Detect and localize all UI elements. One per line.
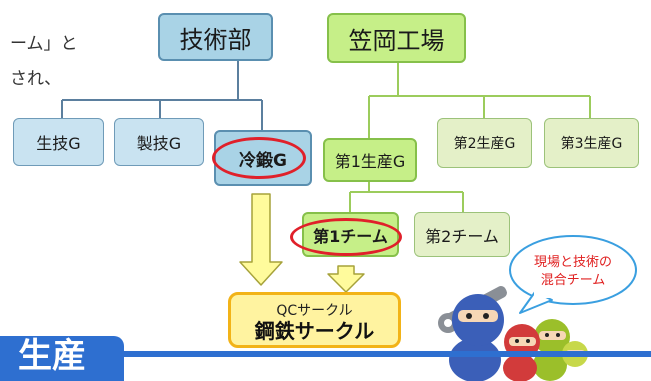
qc-circle-name: 鋼鉄サークル	[254, 319, 375, 343]
section-heading-text: 生産	[18, 336, 86, 376]
speech-bubble-line-2: 混合チーム	[540, 273, 606, 288]
speech-bubble-text: 現場と技術の 混合チーム	[510, 254, 636, 290]
node-dai2-seisan-group: 第2生産G	[437, 118, 532, 168]
highlight-ellipse-reitan	[212, 137, 306, 179]
speech-bubble-line-1: 現場と技術の	[533, 255, 612, 270]
heading-underline	[120, 351, 651, 357]
node-dai2-team: 第2チーム	[414, 212, 510, 257]
node-dai3-seisan-group: 第3生産G	[544, 118, 639, 168]
node-dai1-seisan-group: 第1生産G	[323, 138, 417, 182]
node-gijutsubu: 技術部	[158, 13, 273, 61]
node-seigi-group: 生技G	[13, 118, 104, 166]
paragraph-line-2: され、	[10, 69, 62, 89]
node-seigi2-group: 製技G	[114, 118, 204, 166]
qc-circle-box: QCサークル 鋼鉄サークル	[228, 292, 401, 348]
node-kasaoka-factory: 笠岡工場	[327, 13, 466, 63]
paragraph-line-1: ーム」と	[10, 34, 78, 54]
section-heading-tab: 生産	[0, 336, 124, 381]
highlight-ellipse-dai1-team	[290, 218, 402, 256]
qc-circle-label: QCサークル	[276, 303, 353, 319]
